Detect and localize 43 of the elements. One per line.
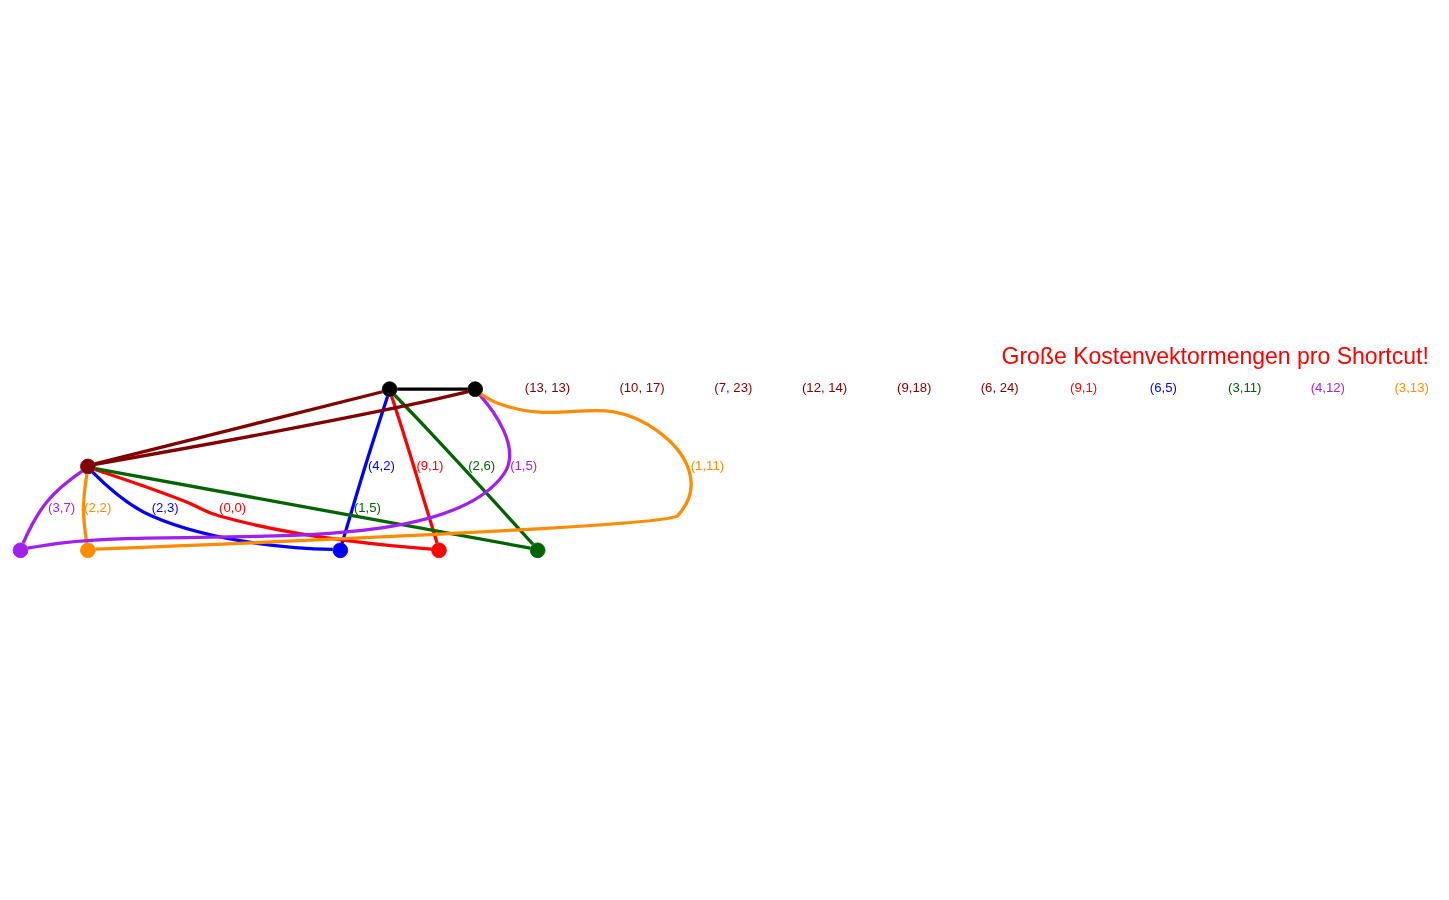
edge-label: (3,7) — [48, 499, 76, 515]
node-circle — [431, 542, 447, 559]
label: (12, 14) — [801, 380, 848, 396]
label: (9,1) — [1070, 380, 1098, 396]
label: (3,11) — [1228, 380, 1262, 396]
connector — [94, 390, 383, 466]
edge-label: (2,2) — [84, 499, 112, 515]
node-circle — [12, 542, 29, 559]
edge-label: (1,11) — [690, 457, 725, 473]
edge-label: (2,6) — [468, 457, 496, 473]
node-circle — [467, 381, 483, 397]
label: (9,18) — [897, 380, 932, 396]
node-circle — [381, 381, 398, 397]
connector — [340, 395, 390, 544]
connector — [27, 394, 512, 550]
connector — [95, 392, 693, 551]
connector — [21, 469, 84, 544]
edge-label: (9,1) — [416, 457, 444, 473]
label: (13, 13) — [524, 380, 571, 396]
label: (7, 23) — [714, 380, 753, 396]
connector — [81, 473, 89, 544]
node-circle — [80, 542, 96, 559]
edge-label: (4,2) — [367, 457, 395, 473]
connector — [94, 467, 432, 551]
connector — [393, 393, 535, 546]
diagram-title: Große Kostenvektormengen pro Shortcut! — [1001, 343, 1429, 369]
connector — [397, 387, 468, 391]
node-circle — [80, 458, 96, 475]
edge-label: (0,0) — [219, 499, 247, 515]
label: (6,5) — [1149, 380, 1177, 396]
edge-label: (1,5) — [353, 499, 381, 515]
label: (10, 17) — [619, 380, 665, 396]
label: (4,12) — [1310, 380, 1345, 396]
node-circle — [332, 542, 349, 559]
edge-label: (2,3) — [151, 499, 179, 515]
connector — [94, 390, 469, 466]
edge-label: (1,5) — [510, 457, 538, 473]
connector — [91, 471, 333, 552]
connector — [390, 395, 439, 544]
label: (3,13) — [1394, 380, 1429, 396]
connector — [95, 467, 531, 550]
label: (6, 24) — [980, 380, 1019, 396]
node-circle — [529, 542, 546, 559]
